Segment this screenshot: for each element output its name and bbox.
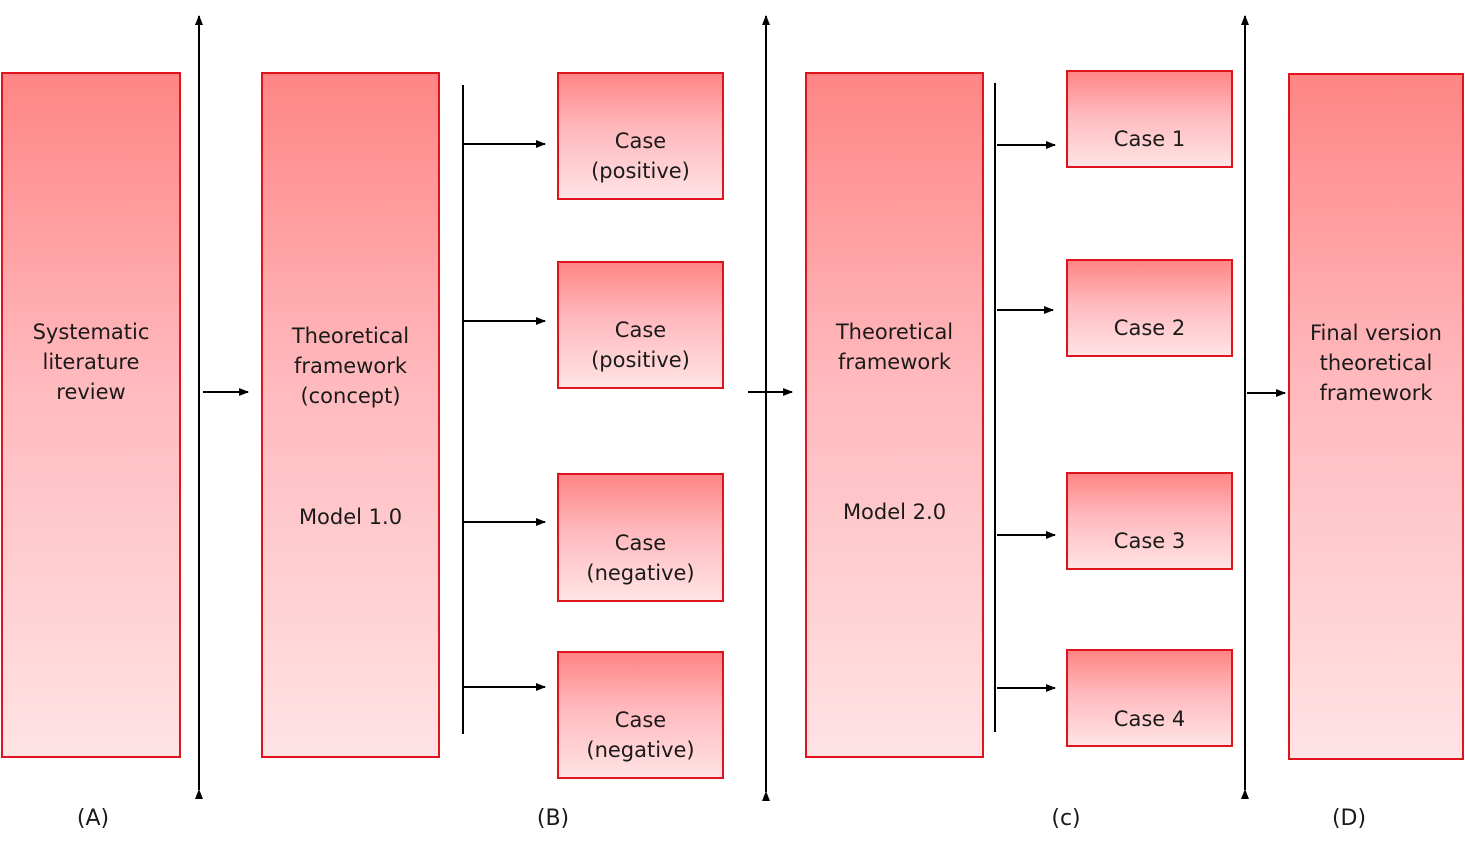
box-text-line: theoretical (1319, 351, 1433, 375)
case-2-box: Case 2 (1066, 259, 1233, 357)
box-text-line: literature (42, 350, 140, 374)
box-text-line: framework (837, 350, 952, 374)
box-text-line: Case (614, 318, 667, 342)
box-text-line: (positive) (591, 348, 690, 372)
case-3-box: Case 3 (1066, 472, 1233, 570)
framework-model2-box: Theoretical framework Model 2.0 (805, 72, 984, 758)
final-framework-box: Final version theoretical framework (1288, 73, 1464, 760)
phase-label-c: (c) (1051, 806, 1081, 831)
box-text-line: Systematic (32, 320, 150, 344)
phase-label-a: (A) (76, 806, 110, 831)
box-text-line: review (56, 380, 126, 404)
box-text-line: (negative) (586, 738, 695, 762)
case-4-box: Case 4 (1066, 649, 1233, 747)
phase-label-d: (D) (1331, 806, 1367, 831)
case-negative-box: Case (negative) (557, 651, 724, 779)
box-text-line: Case (614, 531, 667, 555)
box-text-line: Theoretical (291, 324, 410, 348)
literature-review-box: Systematic literature review (1, 72, 181, 758)
box-text-line: Case 3 (1113, 529, 1186, 553)
case-negative-box: Case (negative) (557, 473, 724, 602)
framework-concept-box: Theoretical framework (concept) Model 1.… (261, 72, 440, 758)
box-text-line: framework (1319, 381, 1433, 405)
box-text-line: Theoretical (835, 320, 954, 344)
case-positive-box: Case (positive) (557, 72, 724, 200)
box-text-line: Case 2 (1113, 316, 1186, 340)
model-label: Model 2.0 (842, 500, 947, 524)
box-text-line: Case 1 (1113, 127, 1186, 151)
case-positive-box: Case (positive) (557, 261, 724, 389)
box-text-line: framework (293, 354, 408, 378)
box-text-line: Final version (1310, 321, 1442, 345)
model-label: Model 1.0 (298, 505, 403, 529)
box-text-line: Case (614, 129, 667, 153)
box-text-line: Case (614, 708, 667, 732)
box-text-line: Case 4 (1113, 707, 1186, 731)
box-text-line: (positive) (591, 159, 690, 183)
case-1-box: Case 1 (1066, 70, 1233, 168)
box-text-line: (concept) (300, 384, 401, 408)
phase-label-b: (B) (536, 806, 570, 831)
box-text-line: (negative) (586, 561, 695, 585)
